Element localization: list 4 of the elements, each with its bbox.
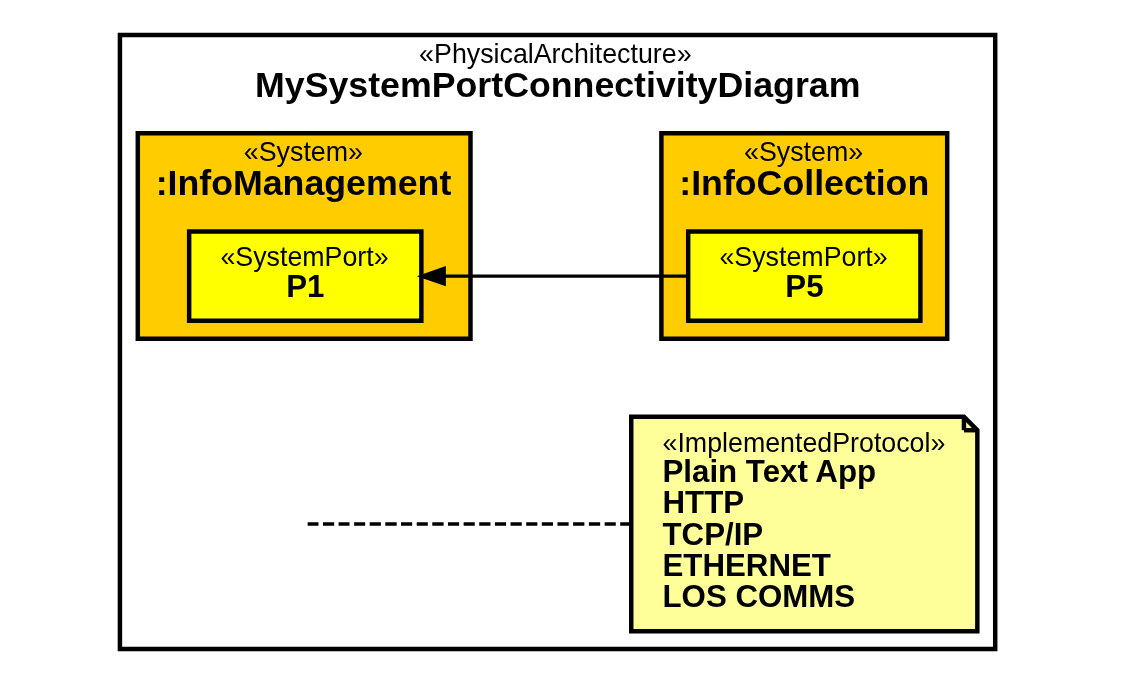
arrow [416,265,688,287]
node-box: «SystemPort» P5 [685,229,923,324]
connector [307,522,632,526]
node-box: «SystemPort» P1 [186,229,424,324]
